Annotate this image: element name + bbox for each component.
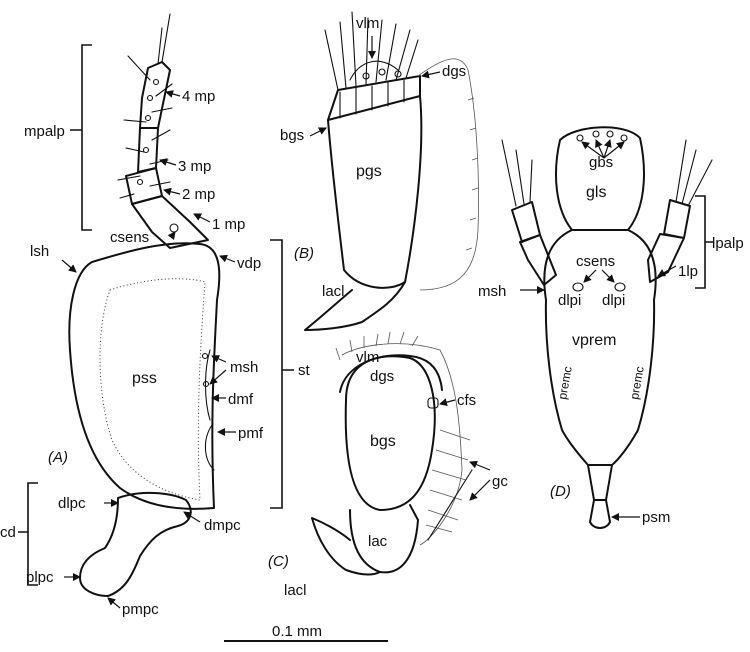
cardo-outline	[79, 491, 192, 597]
panel-b-drawing	[304, 11, 479, 331]
psm-segment	[587, 464, 613, 529]
left-labial-palp	[511, 201, 557, 286]
label-lac: lac	[368, 533, 388, 550]
dmf-fold	[205, 349, 211, 421]
stipes-outline	[68, 242, 221, 510]
label-csens-a: csens	[110, 229, 149, 246]
label-4mp: 4 mp	[182, 88, 215, 105]
setae-b	[324, 11, 419, 91]
label-csens-d: csens	[576, 253, 615, 270]
label-1lp: 1lp	[678, 263, 698, 280]
label-cfs: cfs	[457, 392, 476, 409]
st-bracket	[270, 239, 294, 509]
label-pmf: pmf	[238, 425, 264, 442]
galea-outline-b	[417, 58, 479, 291]
label-cd: cd	[0, 524, 16, 541]
palp-segment-2	[125, 167, 163, 205]
mpalp-bracket	[70, 44, 92, 231]
galeal-comb	[425, 429, 471, 533]
label-dmf: dmf	[228, 391, 254, 408]
cd-bracket	[18, 482, 38, 586]
label-vlm-b: vlm	[356, 15, 379, 32]
dlpi-left-pore	[572, 282, 584, 292]
label-pmpc: pmpc	[122, 601, 159, 618]
label-pgs: pgs	[356, 163, 382, 180]
label-vprem: vprem	[572, 332, 616, 349]
label-gls: gls	[586, 184, 606, 201]
label-gbs: gbs	[589, 154, 613, 171]
label-vlm-c: vlm	[356, 349, 379, 366]
panel-label-a: (A)	[48, 449, 68, 466]
label-dlpi-right: dlpi	[602, 292, 625, 309]
label-psm: psm	[642, 509, 670, 526]
label-plpc: plpc	[26, 569, 54, 586]
right-labial-palp	[647, 199, 691, 283]
palp-segment-4	[139, 61, 171, 129]
label-gc: gc	[492, 473, 508, 490]
lacl-c	[311, 517, 381, 576]
lacl-b	[304, 281, 406, 331]
dgs-c	[339, 354, 443, 393]
panel-c-drawing	[311, 331, 473, 576]
label-premc-left: premc	[555, 365, 575, 400]
label-st: st	[298, 362, 311, 379]
palp-setae	[117, 13, 173, 199]
label-dlpi-left: dlpi	[558, 292, 581, 309]
label-msh-d: msh	[478, 283, 506, 300]
panel-label-d: (D)	[550, 483, 571, 500]
label-dgs-c: dgs	[370, 368, 394, 385]
label-lacl-c: lacl	[284, 582, 307, 599]
csens-circle-a	[169, 223, 179, 233]
label-dlpc: dlpc	[58, 495, 86, 512]
label-bgs-c: bgs	[370, 433, 396, 450]
labial-palp-setae	[501, 139, 713, 207]
palp-segment-1	[131, 195, 209, 249]
panel-label-c: (C)	[268, 553, 289, 570]
label-mpalp: mpalp	[24, 123, 65, 140]
label-vdp: vdp	[237, 255, 261, 272]
panel-label-b: (B)	[294, 245, 314, 262]
lpalp-bracket	[695, 195, 714, 289]
label-lpalp: lpalp	[712, 235, 744, 252]
vlm-c-bristles	[335, 331, 419, 361]
label-lsh: lsh	[30, 243, 49, 260]
pmf-fold	[204, 424, 215, 471]
bgs-band	[327, 75, 421, 121]
label-premc-right: premc	[627, 365, 647, 400]
label-msh-a: msh	[230, 359, 258, 376]
label-3mp: 3 mp	[178, 158, 211, 175]
label-pss: pss	[132, 370, 157, 387]
label-bgs-b: bgs	[280, 127, 304, 144]
galea-outline-c	[341, 343, 463, 546]
label-lacl-b: lacl	[322, 283, 345, 300]
panel-d-drawing	[501, 126, 713, 529]
dlpi-right-pore	[614, 282, 626, 292]
label-1mp: 1 mp	[212, 216, 245, 233]
label-2mp: 2 mp	[182, 186, 215, 203]
pgs-body	[327, 95, 423, 289]
glossa	[555, 126, 645, 231]
label-dmpc: dmpc	[204, 517, 241, 534]
stipes-inner-dots	[99, 278, 206, 501]
label-dgs-b: dgs	[442, 63, 466, 80]
scale-bar-label: 0.1 mm	[272, 623, 322, 640]
